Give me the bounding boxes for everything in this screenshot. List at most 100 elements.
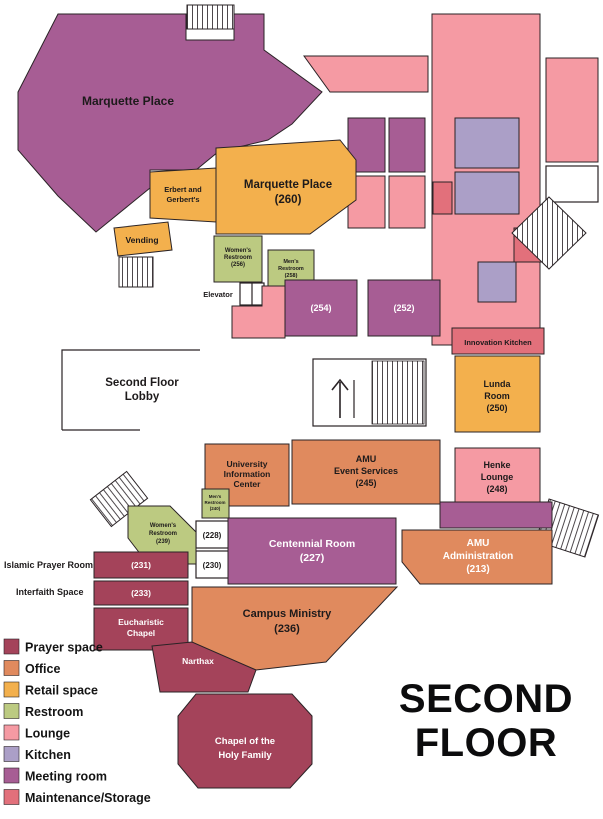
label-campus-ministry: Campus Ministry	[243, 608, 333, 620]
label-lunda-line1: Lunda	[484, 379, 512, 389]
region-henke-lounge	[454, 447, 541, 509]
label-amu-event-line1: AMU	[356, 454, 377, 464]
label-henke-number: (248)	[486, 484, 507, 494]
label-amu-event-number: (245)	[355, 478, 376, 488]
label-womens-256-number: (256)	[231, 262, 245, 268]
region-amu-administration	[401, 529, 553, 585]
legend-label-office: Office	[25, 662, 60, 676]
region-chapel-holy-family	[177, 693, 313, 789]
region-room-254	[284, 279, 358, 337]
region-maintenance-1	[432, 181, 453, 215]
region-kitchen-3	[477, 261, 517, 303]
region-islamic-prayer-room	[93, 551, 189, 579]
region-womens-restroom-256	[213, 235, 263, 283]
legend: Prayer space Office Retail space Restroo…	[3, 638, 151, 805]
region-narthax	[151, 641, 257, 693]
label-amu-admin-number: (213)	[466, 564, 489, 575]
legend-label-kitchen: Kitchen	[25, 748, 71, 762]
label-centennial: Centennial Room	[269, 538, 355, 550]
legend-swatch-office	[3, 660, 20, 676]
region-marquette-place	[17, 13, 323, 233]
legend-swatch-meeting-room	[3, 767, 20, 784]
label-narthax: Narthax	[182, 656, 214, 666]
label-uic-line3: Center	[234, 479, 262, 489]
region-lunda-room	[454, 355, 541, 433]
label-mens-240-number: (240)	[210, 506, 221, 511]
label-womens-239-number: (239)	[156, 539, 170, 545]
region-eucharistic-chapel	[93, 607, 189, 651]
label-amu-event-line2: Event Services	[334, 466, 398, 476]
label-amu-admin-line2: Administration	[443, 551, 514, 562]
stairs-top-icon	[186, 4, 235, 30]
label-marquette-place: Marquette Place	[82, 94, 174, 108]
label-marquette-place-260: Marquette Place	[244, 179, 332, 191]
legend-swatch-prayer-space	[3, 638, 20, 655]
label-mens-258-line1: Men's	[283, 259, 298, 265]
label-uic-line1: University	[226, 459, 267, 469]
label-lunda-line2: Room	[484, 391, 510, 401]
label-vending: Vending	[125, 235, 158, 245]
label-innovation-kitchen: Innovation Kitchen	[464, 338, 532, 347]
label-henke-line2: Lounge	[481, 472, 514, 482]
label-islamic-prayer-room: Islamic Prayer Room	[4, 560, 93, 570]
page-title-line1: SECOND	[399, 677, 573, 721]
legend-label-lounge: Lounge	[25, 727, 70, 741]
label-erbert-line1: Erbert and	[164, 185, 202, 194]
label-islamic-number: (231)	[131, 560, 151, 570]
right-edge-rooms-outline	[545, 165, 599, 203]
label-mens-258-line2: Restroom	[278, 266, 304, 272]
legend-swatch-maintenance-storage	[3, 789, 20, 805]
region-room-252	[367, 279, 441, 337]
label-room-230: (230)	[203, 561, 222, 570]
label-eucharistic-line2: Chapel	[127, 628, 155, 638]
legend-swatch-kitchen	[3, 746, 20, 762]
region-kitchen-1	[454, 117, 520, 169]
label-mens-240-line2: Restroom	[204, 500, 225, 505]
legend-label-maintenance-storage: Maintenance/Storage	[25, 791, 151, 805]
region-marquette-place-260	[215, 139, 357, 235]
label-interfaith-number: (233)	[131, 588, 151, 598]
legend-label-restroom: Restroom	[25, 705, 83, 719]
region-kitchen-2	[454, 171, 520, 215]
label-chapel-line1: Chapel of the	[215, 736, 275, 747]
legend-swatch-lounge	[3, 724, 20, 741]
region-amu-event-services	[291, 439, 441, 505]
stairs-northeast-icon	[511, 196, 587, 270]
label-campus-ministry-number: (236)	[274, 623, 300, 635]
region-mens-restroom-240	[201, 488, 230, 519]
label-erbert-line2: Gerbert's	[166, 195, 199, 204]
label-mens-240-line1: Men's	[209, 494, 222, 499]
legend-label-retail-space: Retail space	[25, 684, 98, 698]
label-mens-258-number: (258)	[285, 273, 298, 279]
legend-label-prayer-space: Prayer space	[25, 641, 103, 655]
region-innovation-kitchen	[451, 327, 545, 355]
region-lounge-top-band	[303, 55, 429, 93]
region-centennial-room	[227, 517, 397, 585]
label-womens-256-line2: Restroom	[224, 255, 252, 261]
label-lobby-line2: Lobby	[125, 391, 160, 403]
stairs-west-icon	[118, 256, 154, 288]
label-lunda-number: (250)	[486, 403, 507, 413]
region-vending	[113, 221, 173, 257]
label-eucharistic-line1: Eucharistic	[118, 617, 164, 627]
region-lounge-right-edge	[545, 57, 599, 163]
stairs-central-icon	[312, 358, 427, 427]
label-henke-line1: Henke	[483, 460, 510, 470]
label-room-252: (252)	[393, 303, 414, 313]
region-erbert-gerberts	[149, 167, 217, 223]
label-interfaith-space: Interfaith Space	[16, 587, 84, 597]
label-womens-239-line2: Restroom	[149, 531, 177, 537]
label-uic-line2: Information	[224, 469, 271, 479]
legend-swatch-retail-space	[3, 681, 20, 698]
label-room-254: (254)	[310, 303, 331, 313]
page-title-line2: FLOOR	[415, 721, 557, 765]
label-room-228: (228)	[203, 531, 222, 540]
region-meeting-room-b	[388, 117, 426, 173]
label-womens-256-line1: Women's	[225, 248, 252, 254]
region-interfaith-space	[93, 580, 189, 606]
label-chapel-line2: Holy Family	[218, 750, 272, 761]
legend-swatch-restroom	[3, 703, 20, 719]
region-lounge-room-b	[388, 175, 426, 229]
region-womens-restroom-239	[127, 505, 197, 565]
label-marquette-place-260-number: (260)	[275, 194, 302, 206]
